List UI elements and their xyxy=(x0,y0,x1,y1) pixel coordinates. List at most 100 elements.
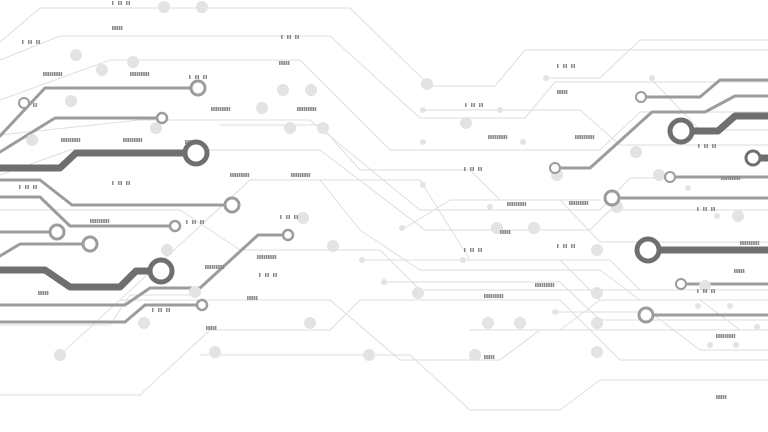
tick-marker xyxy=(112,1,114,5)
via-ring xyxy=(549,162,561,174)
tick-marker xyxy=(479,103,481,107)
chip-marker xyxy=(742,269,745,273)
chip-marker xyxy=(255,296,258,300)
chip-marker xyxy=(219,107,222,111)
mid-trace xyxy=(553,94,768,170)
pad-dot xyxy=(65,95,77,107)
chip-marker xyxy=(494,135,497,139)
chip-marker xyxy=(118,26,121,30)
light-trace xyxy=(199,354,768,411)
chip-marker xyxy=(63,138,65,142)
pad-dot xyxy=(630,146,642,158)
chip-marker xyxy=(46,291,49,295)
tick-marker xyxy=(711,289,713,293)
chip-marker xyxy=(138,72,141,76)
chip-marker xyxy=(44,291,47,295)
tick-marker xyxy=(265,273,267,277)
tick-marker xyxy=(465,103,467,107)
tick-marker xyxy=(557,64,559,68)
chip-marker xyxy=(58,72,60,76)
via-ring xyxy=(744,149,762,167)
mid-trace xyxy=(0,86,200,138)
chip-marker xyxy=(722,334,725,338)
pad-dot xyxy=(699,280,711,292)
tick-marker xyxy=(571,64,573,68)
tick-marker xyxy=(481,103,483,107)
tick-marker xyxy=(36,40,38,44)
tick-marker xyxy=(128,1,130,5)
tick-marker xyxy=(19,185,21,189)
chip-marker xyxy=(716,334,718,338)
chip-marker xyxy=(312,107,314,111)
chip-marker xyxy=(723,176,725,180)
tick-marker xyxy=(573,64,575,68)
chip-marker xyxy=(511,202,513,206)
tick-marker xyxy=(714,144,716,148)
chip-marker xyxy=(72,138,74,142)
via-rings-layer xyxy=(18,79,762,324)
chip-marker xyxy=(552,283,555,287)
chip-marker xyxy=(210,326,212,330)
chip-marker xyxy=(132,72,134,76)
chip-marker xyxy=(253,296,256,300)
pad-dot xyxy=(543,75,549,81)
pad-dot xyxy=(695,303,701,309)
chip-marker xyxy=(738,176,741,180)
chip-marker xyxy=(90,219,92,223)
pad-dot xyxy=(138,317,150,329)
tick-marker xyxy=(166,308,168,312)
chip-marker xyxy=(305,107,308,111)
tick-marker xyxy=(273,273,275,277)
tick-marker xyxy=(705,207,707,211)
pad-dot xyxy=(497,107,503,113)
chip-marker xyxy=(740,269,743,273)
chip-marker xyxy=(579,135,581,139)
chip-marker xyxy=(537,283,539,287)
chip-marker xyxy=(224,107,226,111)
chip-marker xyxy=(753,241,755,245)
chip-marker xyxy=(145,72,147,76)
tick-marker xyxy=(120,181,122,185)
chip-marker xyxy=(216,265,218,269)
chip-marker xyxy=(308,173,311,177)
pad-dot xyxy=(469,349,481,361)
chip-marker xyxy=(281,61,283,65)
chip-marker xyxy=(96,219,99,223)
chip-marker xyxy=(51,72,54,76)
chip-marker xyxy=(274,255,277,259)
via-ring xyxy=(48,223,66,241)
pad-dot xyxy=(460,117,472,129)
chip-marker xyxy=(243,173,245,177)
chip-marker xyxy=(205,265,207,269)
chip-marker xyxy=(116,26,118,30)
tick-marker xyxy=(563,64,565,68)
chip-marker xyxy=(722,395,725,399)
tick-marker xyxy=(118,1,120,5)
tick-marker xyxy=(200,220,202,224)
chip-marker xyxy=(571,201,573,205)
chip-marker xyxy=(492,355,495,359)
tick-marker xyxy=(705,289,707,293)
chip-marker xyxy=(214,326,217,330)
chip-marker xyxy=(208,326,210,330)
pad-dot xyxy=(733,342,739,348)
pad-dot xyxy=(421,78,433,90)
chip-marker xyxy=(724,334,727,338)
chip-marker xyxy=(136,138,138,142)
chip-marker xyxy=(308,107,310,111)
tick-marker xyxy=(295,35,297,39)
chip-marker xyxy=(222,265,225,269)
chip-marker xyxy=(238,173,241,177)
tick-marker xyxy=(711,207,713,211)
chip-marker xyxy=(748,241,751,245)
chip-marker xyxy=(49,72,52,76)
chip-marker xyxy=(226,107,228,111)
chip-marker xyxy=(74,138,76,142)
pad-dot xyxy=(528,222,540,234)
tick-marker xyxy=(712,144,714,148)
tick-marker xyxy=(189,75,191,79)
chip-marker xyxy=(727,176,730,180)
chip-marker xyxy=(134,72,136,76)
chip-marker xyxy=(586,201,589,205)
chip-marker xyxy=(92,219,94,223)
